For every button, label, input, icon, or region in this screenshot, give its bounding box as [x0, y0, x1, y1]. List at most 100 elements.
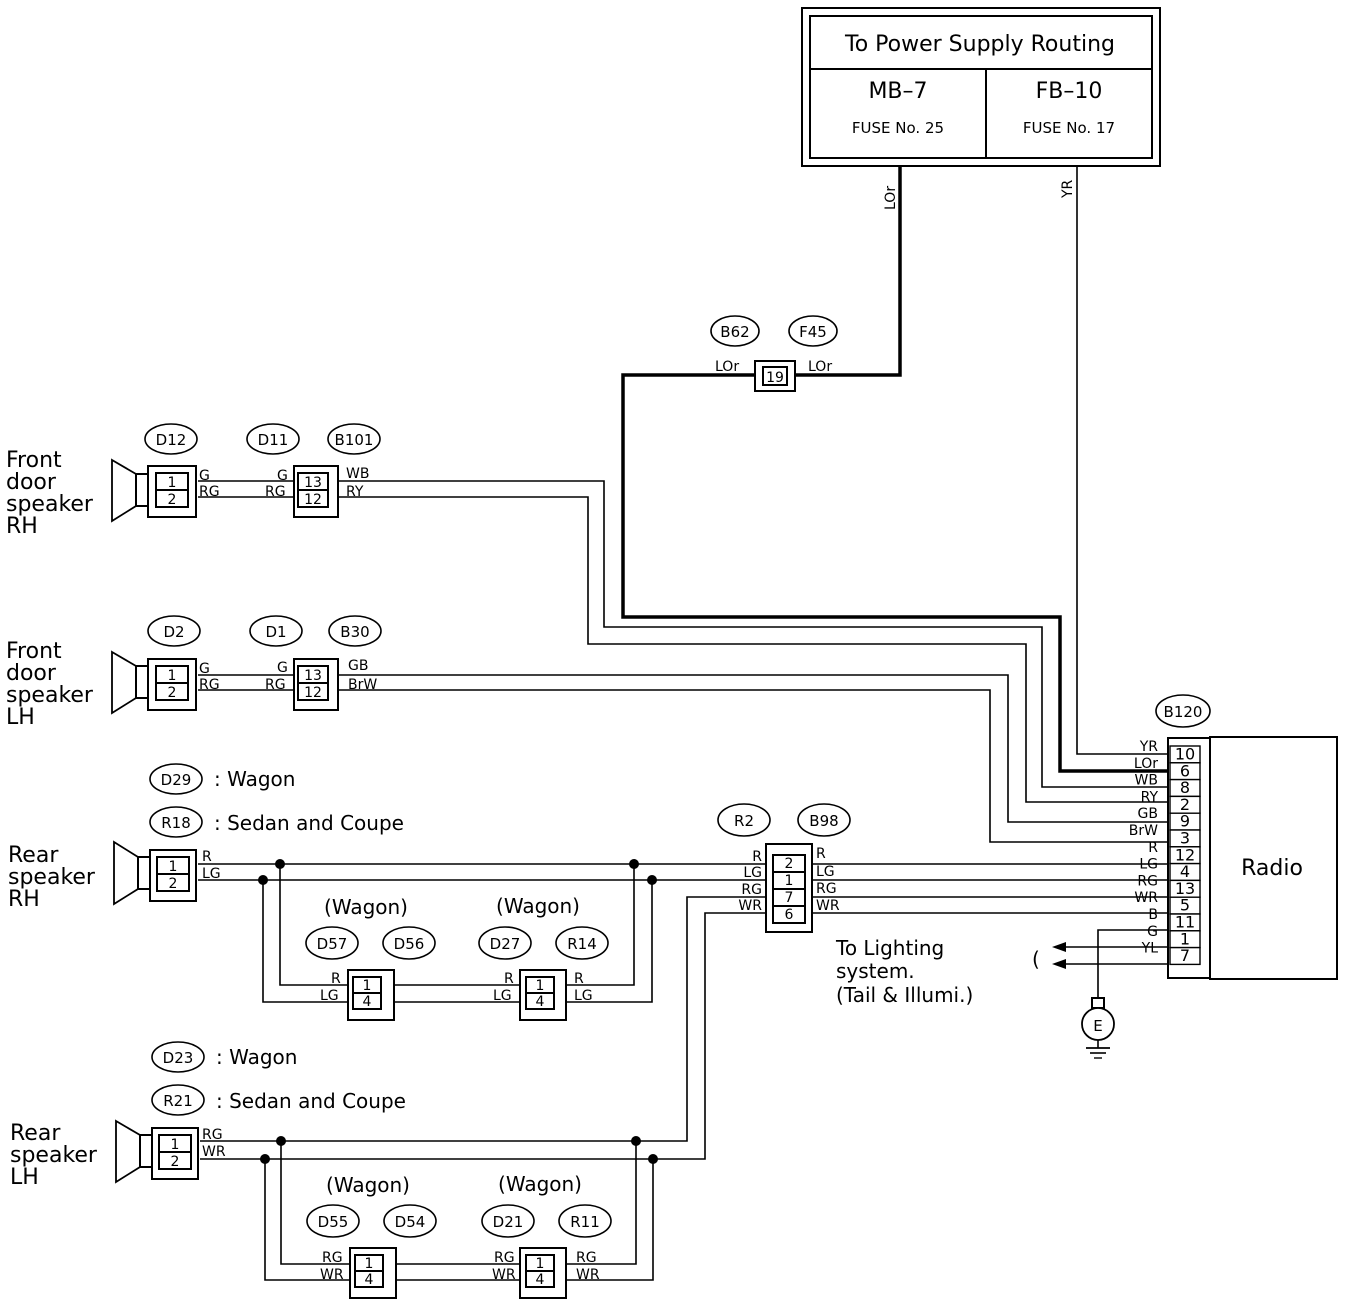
svg-text:12: 12 — [304, 685, 322, 701]
radio-pin-color: G — [1147, 924, 1158, 940]
svg-text:D27: D27 — [490, 935, 521, 953]
svg-text:: Wagon: : Wagon — [214, 767, 295, 791]
connector-d2: D2 1 2 G RG — [147, 615, 220, 711]
svg-text:R2: R2 — [734, 812, 754, 830]
legend-rear-lh: D23 : Wagon R21 : Sedan and Coupe — [151, 1041, 406, 1116]
svg-text:LG: LG — [320, 988, 339, 1004]
svg-text:1: 1 — [363, 978, 372, 994]
radio-pin-number: 6 — [1180, 761, 1190, 780]
svg-text:13: 13 — [304, 475, 322, 491]
svg-text:R14: R14 — [567, 935, 597, 953]
svg-text:RG: RG — [576, 1250, 597, 1266]
lighting-note: To Lighting system. (Tail & Illumi.) ( — [835, 936, 1040, 1007]
svg-text:B98: B98 — [809, 812, 838, 830]
svg-text:(Wagon): (Wagon) — [324, 895, 408, 919]
svg-text:RG: RG — [494, 1250, 515, 1266]
svg-text:: Sedan and Coupe: : Sedan and Coupe — [216, 1089, 406, 1113]
radio-pin-color: LG — [1139, 857, 1158, 873]
svg-text:speaker: speaker — [6, 683, 94, 708]
speaker-icon — [113, 840, 139, 906]
svg-text:1: 1 — [171, 1137, 180, 1153]
radio-pin-cell — [1169, 946, 1201, 966]
svg-text:Rear: Rear — [8, 843, 59, 868]
svg-text:: Sedan and Coupe: : Sedan and Coupe — [214, 811, 404, 835]
svg-text:GB: GB — [348, 658, 368, 674]
svg-text:RG: RG — [322, 1250, 343, 1266]
speaker-icon — [111, 650, 137, 715]
radio-pin-number: 13 — [1175, 879, 1195, 898]
rear-rh-wagon-connectors: (Wagon) (Wagon) D57 D56 D27 R14 1 4 R LG… — [305, 894, 609, 1021]
svg-text:4: 4 — [365, 1272, 374, 1288]
svg-text:D54: D54 — [395, 1213, 426, 1231]
svg-text:R: R — [331, 971, 341, 987]
radio-pin-color: YR — [1139, 739, 1159, 755]
svg-text:1: 1 — [785, 873, 794, 889]
radio-pin-color: BrW — [1129, 823, 1158, 839]
junction-dots — [258, 859, 658, 1164]
svg-text:Front: Front — [6, 448, 62, 473]
svg-text:WR: WR — [320, 1267, 344, 1283]
svg-text:R11: R11 — [570, 1213, 600, 1231]
svg-text:door: door — [6, 661, 57, 686]
svg-text:D23: D23 — [163, 1049, 194, 1067]
svg-text:WB: WB — [346, 466, 369, 482]
rear-speaker-lh: Rear speaker LH 1 2 RG WR — [10, 1119, 226, 1190]
radio-pin-color: R — [1148, 840, 1158, 856]
svg-text:WR: WR — [492, 1267, 516, 1283]
svg-text:door: door — [6, 470, 57, 495]
svg-text:LH: LH — [10, 1165, 39, 1190]
svg-text:2: 2 — [168, 685, 177, 701]
svg-text:RG: RG — [202, 1127, 223, 1143]
svg-text:R: R — [504, 971, 514, 987]
svg-text:(Wagon): (Wagon) — [326, 1173, 410, 1197]
ground-symbol: E — [1081, 997, 1115, 1059]
svg-text:system.: system. — [836, 959, 915, 983]
radio-pin-number: 1 — [1180, 929, 1190, 948]
svg-text:1: 1 — [169, 859, 178, 875]
svg-text:Rear: Rear — [10, 1121, 61, 1146]
connector-r2-b98: R2 B98 2 1 7 6 R LG RG WR R LG RG WR — [717, 803, 851, 933]
connector-d1-b30: D1 B30 13 12 G RG GB BrW — [249, 615, 382, 711]
b62-tag: B62 — [720, 323, 749, 341]
svg-text:12: 12 — [304, 492, 322, 508]
radio-pin-number: 11 — [1175, 913, 1195, 932]
connector-d12: D12 1 2 G RG — [144, 423, 220, 518]
connector-b62-f45: B62 F45 19 LOr LOr — [710, 315, 838, 392]
legend-rear-rh: D29 : Wagon R18 : Sedan and Coupe — [149, 763, 404, 838]
svg-text:D21: D21 — [493, 1213, 524, 1231]
svg-text:4: 4 — [536, 994, 545, 1010]
svg-text:speaker: speaker — [8, 865, 96, 890]
radio-pin-color: RY — [1141, 789, 1159, 805]
svg-text:R: R — [752, 849, 762, 865]
speaker-icon — [111, 458, 137, 523]
svg-text:2: 2 — [785, 856, 794, 872]
radio-pin-number: 9 — [1180, 812, 1190, 831]
svg-text:LG: LG — [743, 865, 762, 881]
power-supply-title: To Power Supply Routing — [844, 32, 1115, 57]
svg-text:13: 13 — [304, 668, 322, 684]
radio-pin-number: 3 — [1180, 829, 1190, 848]
svg-text:7: 7 — [785, 890, 794, 906]
lighting-bracket: ( — [1032, 947, 1040, 971]
connector-d11-b101: D11 B101 13 12 G RG WB RY — [246, 423, 381, 518]
svg-text:RG: RG — [265, 484, 286, 500]
wires — [198, 166, 1168, 1281]
svg-text:WR: WR — [816, 898, 840, 914]
radio-pin-color: B — [1148, 907, 1158, 923]
radio-pin-color: WR — [1134, 890, 1158, 906]
rear-speaker-rh: Rear speaker RH 1 2 R LG — [8, 840, 221, 912]
svg-text:1: 1 — [365, 1256, 374, 1272]
svg-text:D11: D11 — [258, 431, 289, 449]
radio-pin-list: 10YR6LOr8WB2RY9GB3BrW12R4LG13RG5WR11B1G7… — [1129, 739, 1201, 966]
fb10-fuse: FUSE No. 17 — [1023, 119, 1115, 137]
svg-text:1: 1 — [536, 978, 545, 994]
svg-text:D1: D1 — [265, 623, 286, 641]
mb7-fuse: FUSE No. 25 — [852, 119, 944, 137]
b62-wire-color: LOr — [715, 359, 739, 375]
radio-label: Radio — [1241, 856, 1303, 881]
svg-text:RY: RY — [346, 484, 364, 500]
svg-text:D29: D29 — [161, 771, 192, 789]
svg-text:4: 4 — [536, 1272, 545, 1288]
lor-drop-label: LOr — [883, 186, 899, 210]
